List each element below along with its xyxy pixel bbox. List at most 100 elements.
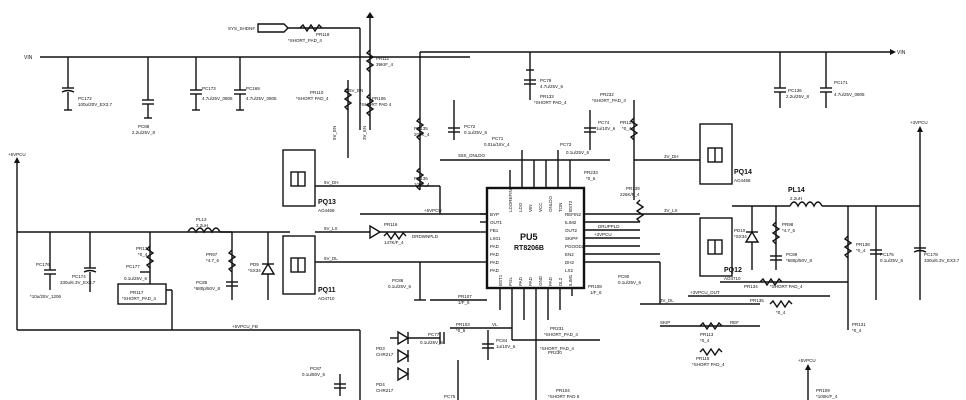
svg-text:+3VPCU: +3VPCU: [594, 232, 612, 237]
svg-text:*SHORT PAD_4: *SHORT PAD_4: [692, 362, 725, 367]
svg-text:PC90: PC90: [618, 274, 630, 279]
svg-text:3V_DL: 3V_DL: [660, 298, 674, 303]
res-pr134b: PR134 *SHORT PAD_4: [720, 277, 848, 289]
svg-text:0.1u/25V_6: 0.1u/25V_6: [124, 276, 148, 281]
svg-text:PC176: PC176: [36, 262, 50, 267]
svg-text:330u/6.3V_EX3.7: 330u/6.3V_EX3.7: [60, 280, 96, 285]
ic-pin-right-3: SKIP#: [565, 236, 578, 241]
inductor-pl13: PL13 2.2uH: [187, 217, 290, 234]
cap-pc87: PC87 0.1u/50V_6: [302, 366, 346, 396]
svg-text:PC174: PC174: [72, 274, 86, 279]
en-resistors: PR111 39KIF_4 PR110 *SHORT PAD_4 PR106 *…: [296, 12, 394, 158]
svg-text:39KIF_4: 39KIF_4: [376, 62, 394, 67]
ic-pin-bottom-5: PAD: [548, 276, 553, 286]
inductor-pl14: PL14 2.2uH +3VPCU: [732, 120, 928, 300]
ic-pin-left-2: FB1: [490, 228, 499, 233]
ic-pin-right-7: LX2: [565, 268, 574, 273]
cap-pc174: PC174 330u/6.3V_EX3.7: [60, 232, 97, 292]
cap-pc77: PC77 0.1u/25V_6: [408, 332, 445, 345]
svg-text:*0_4: *0_4: [856, 248, 866, 253]
svg-text:+5VPCU: +5VPCU: [798, 358, 816, 363]
svg-text:PC178: PC178: [924, 252, 938, 257]
svg-text:PQ14: PQ14: [734, 169, 752, 176]
svg-text:4.7u/25V_0805: 4.7u/25V_0805: [246, 96, 277, 101]
res-pr131: PR131 *0_4: [852, 322, 866, 333]
svg-text:*0_4: *0_4: [700, 338, 710, 343]
svg-text:PC172: PC172: [78, 96, 92, 101]
svg-text:4.7u/25V_6: 4.7u/25V_6: [540, 84, 564, 89]
svg-text:5V_DL: 5V_DL: [324, 256, 338, 261]
cap-pc88: PC88 2.2u/25V_8: [132, 57, 156, 135]
ic-pin-left-0: BYP: [490, 212, 499, 217]
diode-pd10: PD10 *SX34: [734, 206, 760, 270]
svg-text:PR116: PR116: [384, 222, 398, 227]
res-pr138: PR138 *0_4: [843, 206, 870, 330]
svg-text:PR109: PR109: [816, 388, 830, 393]
svg-text:1/F_6: 1/F_6: [590, 290, 602, 295]
svg-text:PR111: PR111: [376, 56, 390, 61]
svg-text:PR106: PR106: [372, 96, 386, 101]
diode-pd4: PD4 CHR217: [376, 366, 410, 393]
svg-text:0.1u/25V_6: 0.1u/25V_6: [420, 340, 444, 345]
svg-text:PC87: PC87: [310, 366, 322, 371]
svg-text:PR232: PR232: [600, 92, 614, 97]
svg-text:PC85: PC85: [196, 280, 208, 285]
svg-text:*SHORT_PAD_4: *SHORT_PAD_4: [592, 98, 626, 103]
svg-text:0.01u/16V_4: 0.01u/16V_4: [484, 142, 510, 147]
ic-pin-left-5: PAD: [490, 252, 500, 257]
svg-text:*SHORT PAD 6: *SHORT PAD 6: [548, 394, 580, 399]
svg-text:*0_4: *0_4: [776, 310, 786, 315]
svg-text:*0_4: *0_4: [852, 328, 862, 333]
svg-text:*0_6: *0_6: [456, 328, 466, 333]
ic-pin-top-2: VIN: [528, 204, 533, 212]
svg-text:SKIP: SKIP: [660, 320, 670, 325]
res-pr139: PR139 226K/F_4: [620, 186, 645, 223]
svg-text:100K_4: 100K_4: [414, 182, 430, 187]
ic-stubs: [480, 150, 660, 340]
svg-text:SYS_SHDN#: SYS_SHDN#: [228, 26, 255, 31]
mosfet-pq12: PQ12 AO4710: [699, 217, 742, 281]
svg-text:0.1u/25V_6: 0.1u/25V_6: [388, 284, 412, 289]
ic-pin-right-1: ILIM2: [565, 220, 577, 225]
plus5vpcu-bottom: +5VPCU PR109 *100K/F_4: [798, 358, 838, 400]
ref-skip-nets: SKIP REF PR113 *0_4 PR115 *SHORT PAD_4: [660, 320, 760, 367]
phase2-nets: 3V_DH 3V_LX 3V_DL +3VPCU_OUT: [634, 154, 830, 305]
svg-text:*680p/50V_8: *680p/50V_8: [194, 286, 221, 291]
svg-text:PC72: PC72: [464, 124, 476, 129]
ic-pin-top-4: ONLDO: [548, 195, 553, 212]
svg-text:226K/F_4: 226K/F_4: [620, 192, 640, 197]
svg-text:*4.7_6: *4.7_6: [782, 228, 796, 233]
ic-pin-left-1: OUT1: [490, 220, 502, 225]
svg-text:PD9: PD9: [250, 262, 259, 267]
svg-text:*0_6: *0_6: [586, 176, 596, 181]
svg-text:PQ12: PQ12: [724, 267, 742, 274]
mosfet-pq14: PQ14 AO4468: [699, 123, 752, 185]
ic-pin-bottom-0: BST1: [498, 274, 503, 286]
svg-text:2.2u/25V_8: 2.2u/25V_8: [786, 94, 810, 99]
svg-text:CHR217: CHR217: [376, 388, 394, 393]
res-pr233: PR233 *0_6: [584, 170, 598, 181]
cap-pc86: PC86 0.1u/25V_6: [388, 262, 426, 301]
svg-text:*SHORT_PAD_4: *SHORT_PAD_4: [288, 38, 322, 43]
svg-text:*SHORT PAD_4: *SHORT PAD_4: [534, 100, 567, 105]
svg-text:+5VPCU: +5VPCU: [8, 152, 26, 157]
svg-text:DRUPPLD: DRUPPLD: [598, 224, 620, 229]
cap-pc172: PC172 100u/20V_EX3.7: [61, 57, 113, 111]
svg-text:*4.7_6: *4.7_6: [206, 258, 220, 263]
res-pr130: PR130 *0_4: [136, 232, 155, 290]
diode-pd9: PD9 *SX34: [248, 232, 276, 300]
svg-text:CHR217: CHR217: [376, 352, 394, 357]
svg-text:PR97: PR97: [206, 252, 218, 257]
svg-text:PQ13: PQ13: [318, 199, 336, 206]
svg-text:PR139: PR139: [626, 186, 640, 191]
svg-text:*SHORT_PAD_4: *SHORT_PAD_4: [544, 332, 578, 337]
cap-pc71: PC71 0.01u/16V_4: [484, 136, 510, 147]
svg-text:235V_EN: 235V_EN: [344, 88, 363, 93]
cap-pc74: PC74 1u/10V_6: [584, 110, 616, 150]
svg-text:+3VPCU_OUT: +3VPCU_OUT: [690, 290, 720, 295]
ic-pin-bottom-2: PAD: [518, 276, 523, 286]
cap-pc169: PC169 4.7u/25V_0805: [234, 57, 277, 111]
svg-text:0.1u/25V_6: 0.1u/25V_6: [464, 130, 488, 135]
svg-text:1/F_6: 1/F_6: [458, 300, 470, 305]
svg-text:PR107: PR107: [458, 294, 472, 299]
